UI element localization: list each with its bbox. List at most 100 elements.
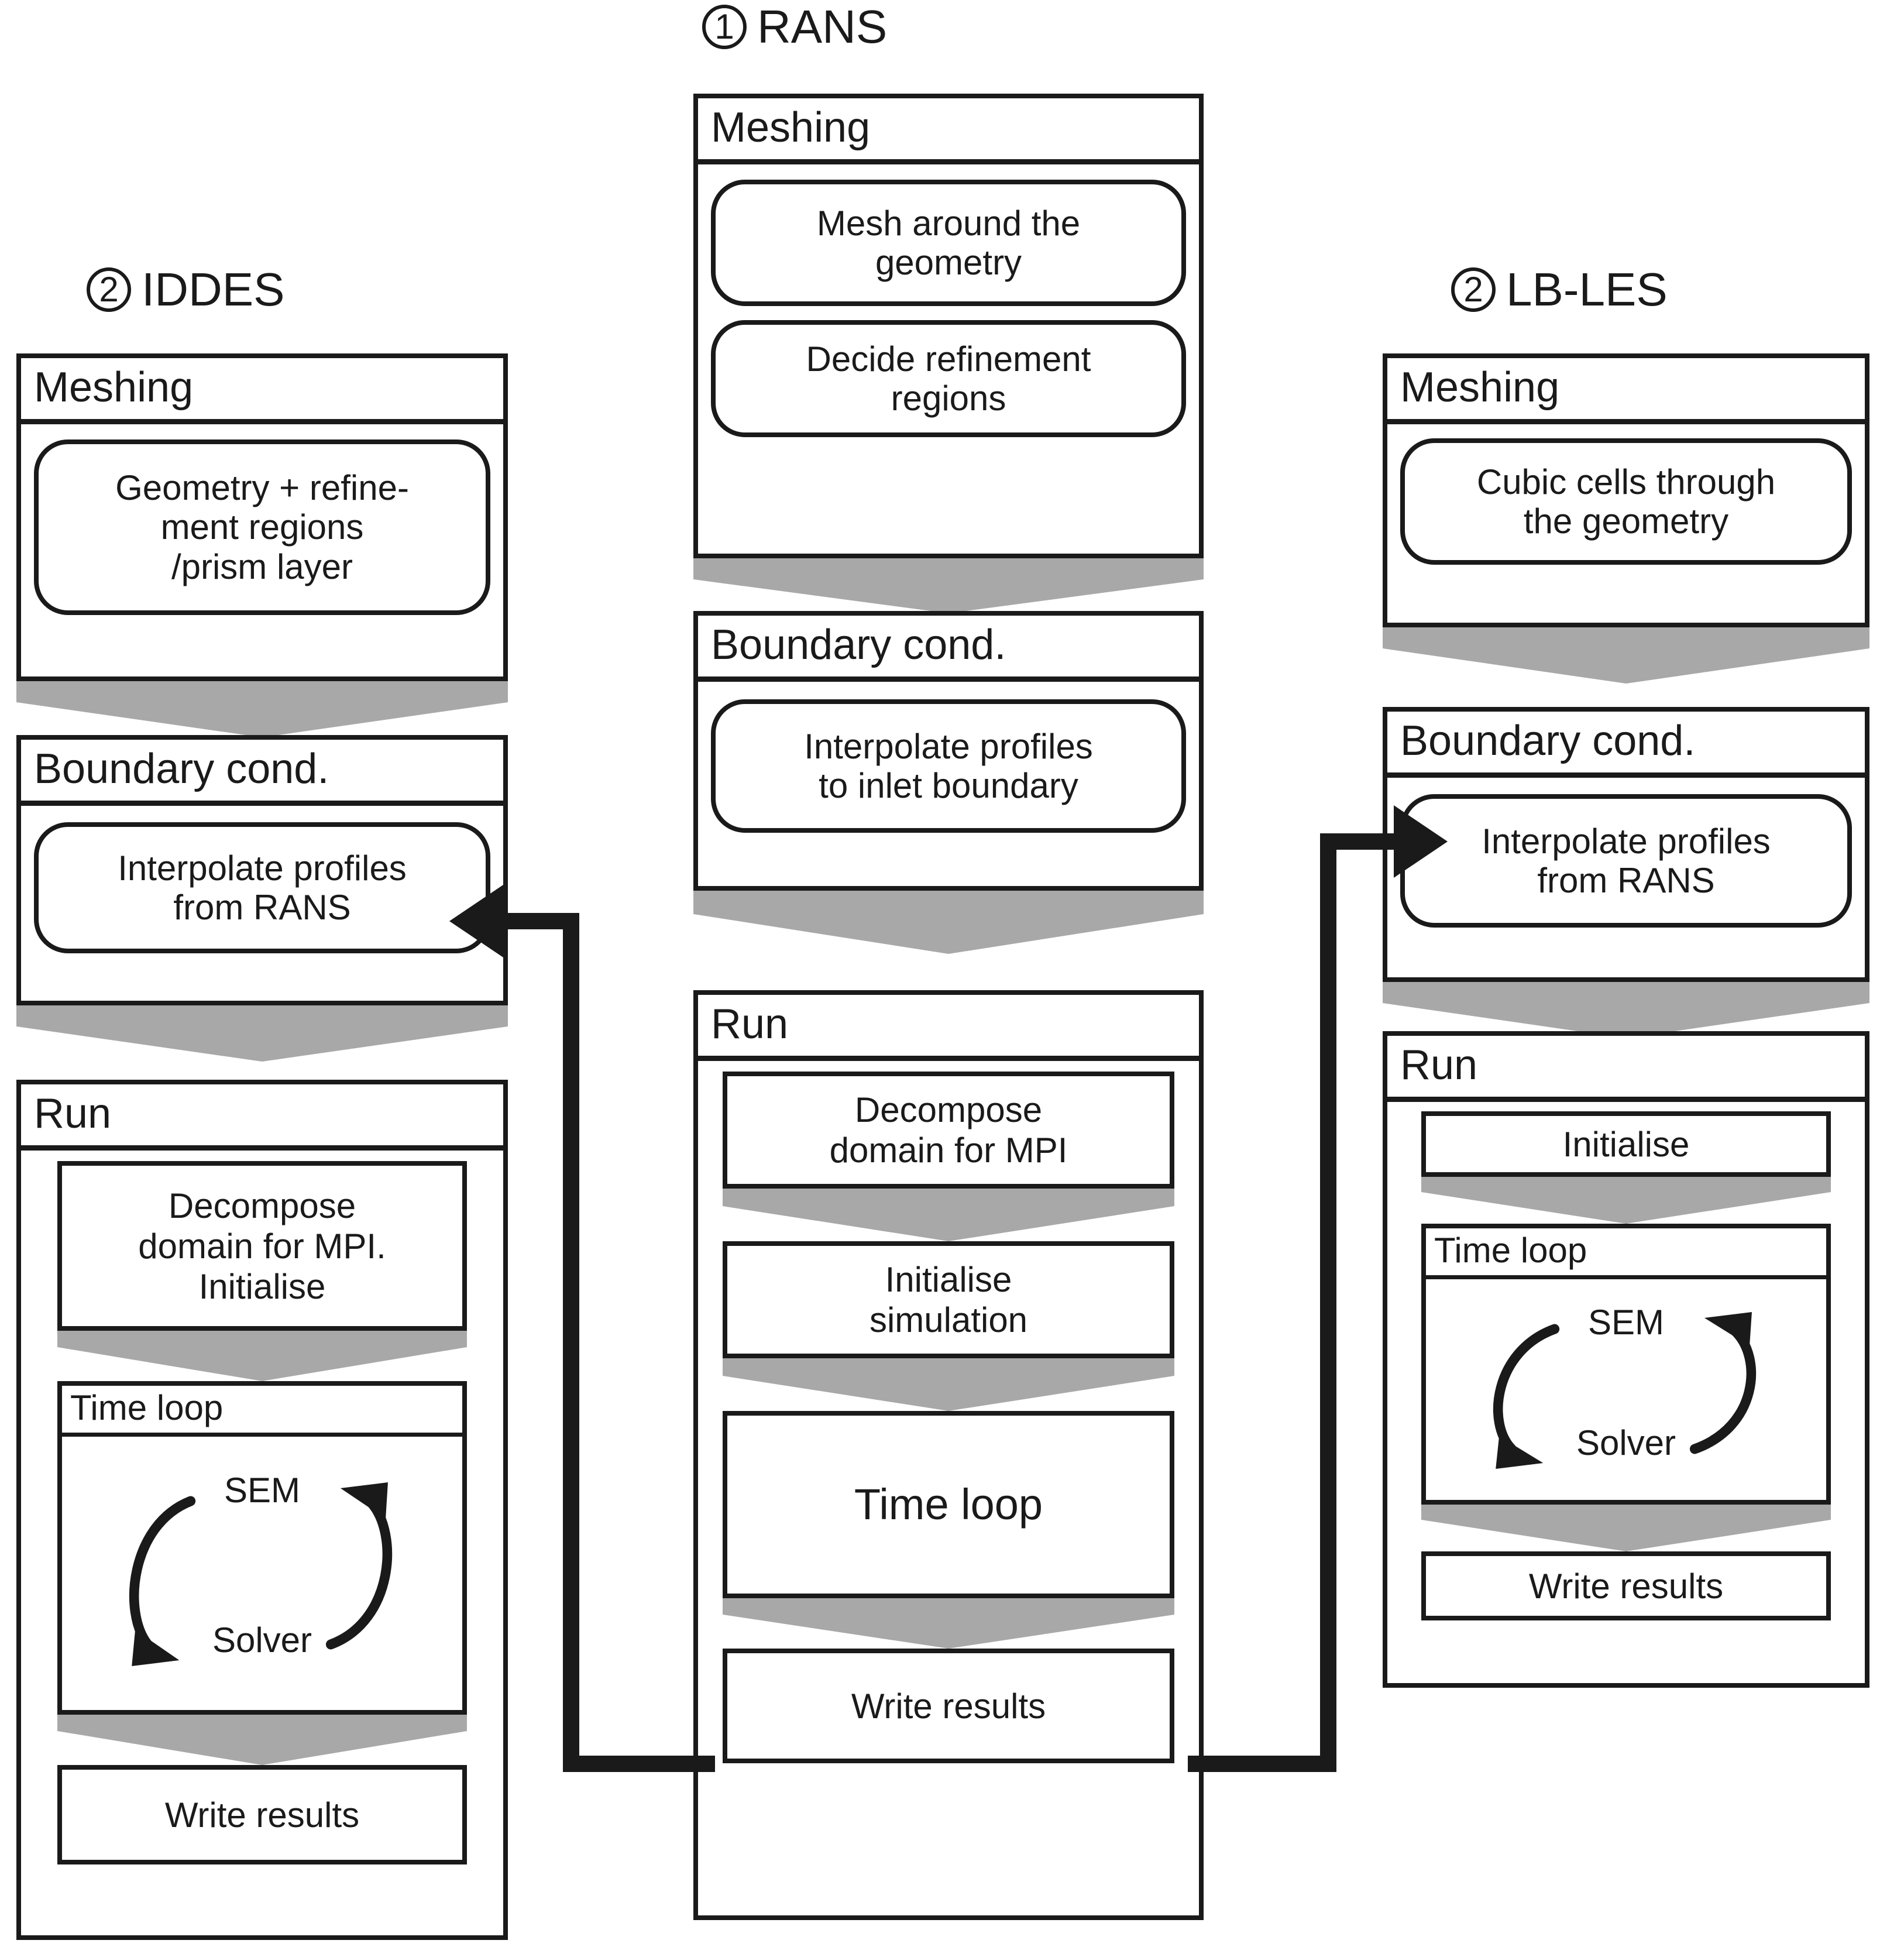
iddes-meshing-body: Geometry + refine- ment regions /prism l…: [21, 424, 503, 627]
connector-rans-to-lbles-horizontal-bottom: [1188, 1756, 1336, 1772]
lbles-write-results-node[interactable]: Write results: [1421, 1551, 1831, 1620]
rans-write-results-node[interactable]: Write results: [723, 1649, 1174, 1763]
iddes-time-loop-body: SEM Solver: [62, 1437, 462, 1711]
lbles-run-body: Initialise Time loop: [1387, 1102, 1865, 1630]
iddes-write-results-node[interactable]: Write results: [57, 1765, 467, 1864]
column-title-label: LB-LES: [1506, 263, 1668, 315]
iddes-arrow-decompose-to-timeloop: [57, 1331, 467, 1381]
node-label: Decompose domain for MPI. Initialise: [138, 1186, 386, 1306]
lbles-arrow-boundary-to-run: [1383, 982, 1869, 1038]
lbles-arrow-initialise-to-timeloop: [1421, 1177, 1831, 1224]
rans-run-body: Decompose domain for MPI Initialise simu…: [698, 1061, 1199, 1774]
iddes-sem-solver-cycle: SEM Solver: [62, 1437, 462, 1711]
iddes-time-loop-subframe: Time loop SEM Solver: [57, 1381, 467, 1715]
lbles-meshing-header: Meshing: [1387, 358, 1865, 424]
lbles-cubic-cells-node[interactable]: Cubic cells through the geometry: [1400, 438, 1852, 565]
cycle-label-sem: SEM: [224, 1471, 301, 1510]
lbles-run-stage: Run Initialise Time loop: [1383, 1031, 1869, 1688]
iddes-boundary-cond-header: Boundary cond.: [21, 740, 503, 806]
connector-rans-to-lbles-horizontal-top: [1320, 833, 1402, 850]
node-label: Mesh around the geometry: [816, 203, 1081, 282]
node-label: Interpolate profiles to inlet boundary: [804, 726, 1093, 805]
lbles-run-header: Run: [1387, 1036, 1865, 1102]
connector-rans-to-iddes-arrowhead: [449, 885, 503, 957]
step-number-badge: 2: [87, 267, 131, 312]
iddes-interpolate-profiles-from-rans-node[interactable]: Interpolate profiles from RANS: [34, 822, 490, 953]
iddes-time-loop-header: Time loop: [62, 1386, 462, 1437]
node-label: Cubic cells through the geometry: [1476, 462, 1776, 541]
iddes-arrow-boundary-to-run: [16, 1005, 508, 1062]
node-label: Time loop: [854, 1480, 1043, 1529]
rans-arrow-timeloop-to-write: [723, 1598, 1174, 1649]
node-label: Decide refinement regions: [806, 339, 1091, 418]
connector-rans-to-iddes-vertical: [563, 913, 579, 1772]
cycle-arrows-icon: [129, 1482, 393, 1666]
rans-boundary-cond-stage: Boundary cond. Interpolate profiles to i…: [693, 611, 1204, 891]
node-label: Decompose domain for MPI: [829, 1090, 1068, 1170]
rans-time-loop-node[interactable]: Time loop: [723, 1411, 1174, 1598]
lbles-boundary-cond-body: Interpolate profiles from RANS: [1387, 778, 1865, 939]
iddes-meshing-stage: Meshing Geometry + refine- ment regions …: [16, 353, 508, 681]
connector-rans-to-lbles-arrowhead: [1394, 805, 1448, 878]
iddes-boundary-cond-body: Interpolate profiles from RANS: [21, 806, 503, 965]
node-label: Initialise: [1562, 1124, 1690, 1164]
node-label: Interpolate profiles from RANS: [118, 848, 407, 927]
iddes-run-stage: Run Decompose domain for MPI. Initialise…: [16, 1080, 508, 1940]
column-title-rans: 1 RANS: [702, 4, 887, 50]
cycle-label-solver: Solver: [1576, 1423, 1676, 1462]
step-number-badge: 2: [1451, 267, 1496, 312]
rans-arrow-decompose-to-initialise: [723, 1189, 1174, 1241]
rans-mesh-around-geometry-node[interactable]: Mesh around the geometry: [711, 180, 1186, 306]
lbles-time-loop-header: Time loop: [1426, 1228, 1826, 1279]
rans-interpolate-profiles-to-inlet-node[interactable]: Interpolate profiles to inlet boundary: [711, 699, 1186, 833]
rans-arrow-initialise-to-timeloop: [723, 1358, 1174, 1411]
rans-meshing-header: Meshing: [698, 98, 1199, 164]
node-label: Write results: [164, 1795, 360, 1835]
connector-rans-to-lbles-vertical: [1320, 833, 1336, 1772]
column-title-lbles: 2 LB-LES: [1451, 266, 1668, 313]
column-title-iddes: 2 IDDES: [87, 266, 285, 313]
iddes-run-header: Run: [21, 1084, 503, 1151]
node-label: Write results: [1528, 1566, 1724, 1606]
lbles-boundary-cond-stage: Boundary cond. Interpolate profiles from…: [1383, 707, 1869, 982]
lbles-sem-solver-cycle: SEM Solver: [1426, 1279, 1826, 1500]
cycle-arrows-icon: [1493, 1312, 1757, 1469]
rans-run-stage: Run Decompose domain for MPI Initialise …: [693, 990, 1204, 1920]
connector-rans-to-iddes-horizontal-top: [503, 913, 579, 929]
rans-meshing-stage: Meshing Mesh around the geometry Decide …: [693, 94, 1204, 558]
node-label: Interpolate profiles from RANS: [1482, 821, 1771, 900]
lbles-arrow-meshing-to-boundary: [1383, 627, 1869, 684]
connector-rans-to-iddes-horizontal-bottom: [563, 1756, 715, 1772]
rans-decompose-domain-node[interactable]: Decompose domain for MPI: [723, 1072, 1174, 1189]
iddes-run-body: Decompose domain for MPI. Initialise Tim…: [21, 1151, 503, 1875]
lbles-meshing-stage: Meshing Cubic cells through the geometry: [1383, 353, 1869, 627]
rans-initialise-simulation-node[interactable]: Initialise simulation: [723, 1241, 1174, 1358]
iddes-decompose-initialise-node[interactable]: Decompose domain for MPI. Initialise: [57, 1161, 467, 1331]
step-number-badge: 1: [702, 5, 747, 49]
iddes-geometry-refinement-node[interactable]: Geometry + refine- ment regions /prism l…: [34, 439, 490, 615]
lbles-arrow-timeloop-to-write: [1421, 1505, 1831, 1551]
lbles-initialise-node[interactable]: Initialise: [1421, 1111, 1831, 1177]
cycle-label-solver: Solver: [212, 1620, 312, 1660]
iddes-arrow-timeloop-to-write: [57, 1715, 467, 1765]
lbles-meshing-body: Cubic cells through the geometry: [1387, 424, 1865, 576]
column-title-label: RANS: [757, 1, 888, 53]
rans-arrow-meshing-to-boundary: [693, 558, 1204, 613]
rans-meshing-body: Mesh around the geometry Decide refineme…: [698, 164, 1199, 449]
column-title-label: IDDES: [142, 263, 285, 315]
lbles-time-loop-subframe: Time loop SEM Solver: [1421, 1224, 1831, 1505]
rans-run-header: Run: [698, 995, 1199, 1061]
node-label: Write results: [851, 1686, 1046, 1726]
iddes-arrow-meshing-to-boundary: [16, 681, 508, 737]
lbles-interpolate-profiles-from-rans-node[interactable]: Interpolate profiles from RANS: [1400, 794, 1852, 928]
iddes-boundary-cond-stage: Boundary cond. Interpolate profiles from…: [16, 735, 508, 1005]
rans-decide-refinement-regions-node[interactable]: Decide refinement regions: [711, 320, 1186, 437]
lbles-boundary-cond-header: Boundary cond.: [1387, 712, 1865, 778]
rans-boundary-cond-body: Interpolate profiles to inlet boundary: [698, 682, 1199, 844]
lbles-time-loop-body: SEM Solver: [1426, 1279, 1826, 1500]
cycle-label-sem: SEM: [1587, 1303, 1665, 1342]
node-label: Geometry + refine- ment regions /prism l…: [115, 468, 409, 586]
iddes-meshing-header: Meshing: [21, 358, 503, 424]
rans-boundary-cond-header: Boundary cond.: [698, 616, 1199, 682]
